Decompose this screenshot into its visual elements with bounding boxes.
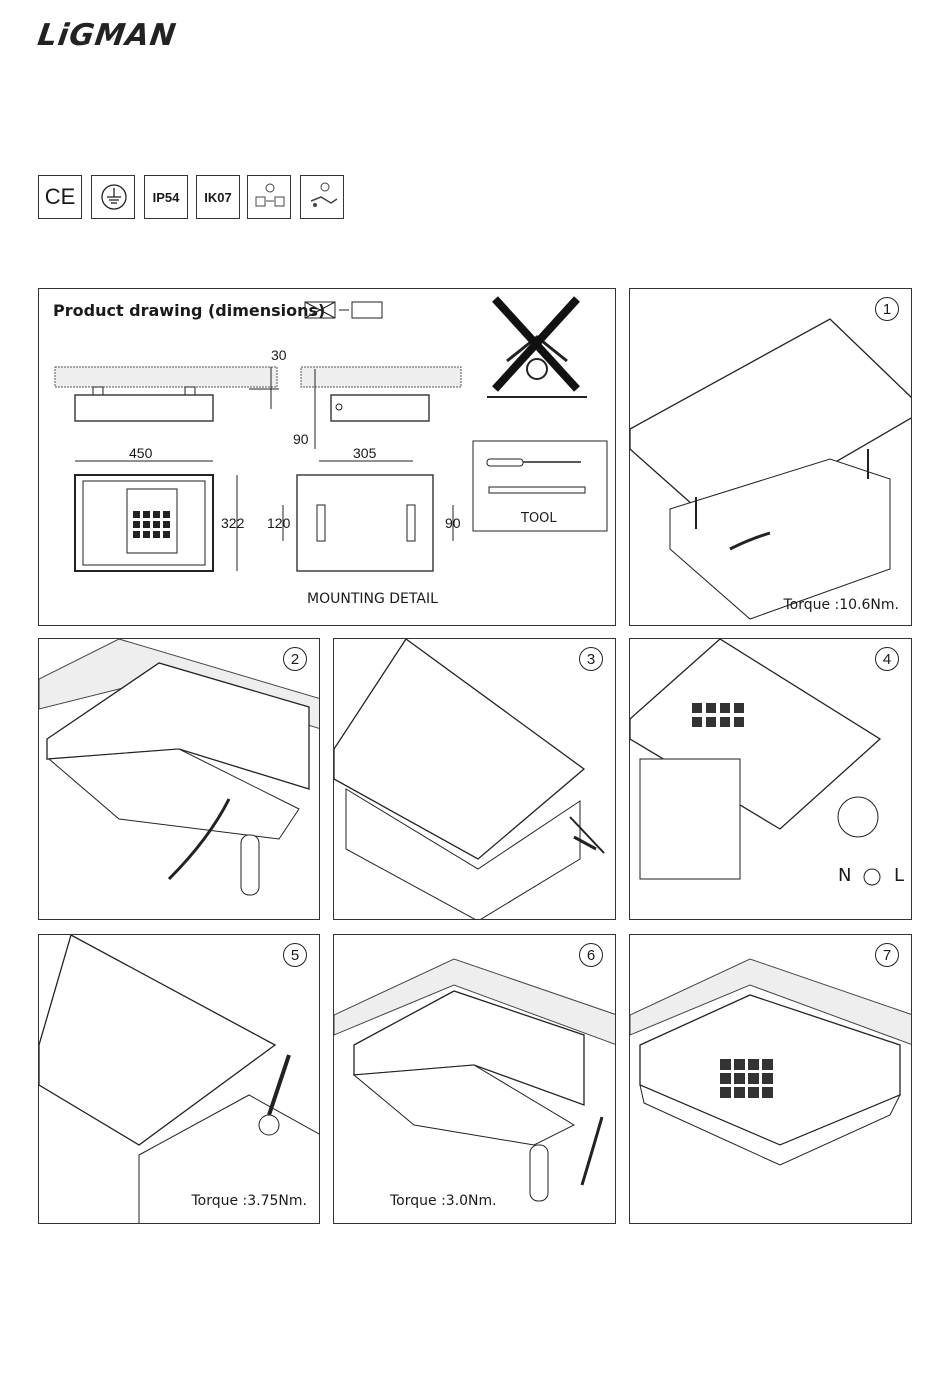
product-drawing-panel: Product drawing (dimensions): [38, 288, 616, 626]
step-4-panel: 4 N L: [629, 638, 912, 920]
step-caption: Torque :3.75Nm.: [191, 1193, 307, 1209]
dim-305: 305: [353, 445, 376, 461]
mounting-detail-label: MOUNTING DETAIL: [307, 591, 438, 607]
voltage-switch-icon: [247, 175, 291, 219]
step-7-panel: 7: [629, 934, 912, 1224]
step-number: 6: [579, 943, 603, 967]
dim-120: 120: [267, 515, 290, 531]
dim-30: 30: [271, 347, 287, 363]
step-number: 3: [579, 647, 603, 671]
tool-label: TOOL: [521, 511, 557, 526]
step-2-illustration: [39, 639, 320, 920]
wire-live-label: L: [894, 865, 904, 886]
ground-symbol-icon: [92, 175, 134, 219]
step-7-illustration: [630, 935, 912, 1224]
dim-90-top: 90: [293, 431, 309, 447]
step-number: 1: [875, 297, 899, 321]
dim-450: 450: [129, 445, 152, 461]
step-1-panel: 1 Torque :10.6Nm.: [629, 288, 912, 626]
step-number: 5: [283, 943, 307, 967]
step-6-panel: 6 Torque :3.0Nm.: [333, 934, 616, 1224]
step-5-illustration: [39, 935, 320, 1224]
step-number: 2: [283, 647, 307, 671]
ip54-badge: IP54: [144, 175, 188, 219]
step-number: 4: [875, 647, 899, 671]
step-1-illustration: [630, 289, 912, 626]
step-4-illustration: [630, 639, 912, 920]
earth-ground-icon: [91, 175, 135, 219]
step-3-panel: 3: [333, 638, 616, 920]
step-2-panel: 2: [38, 638, 320, 920]
step-3-illustration: [334, 639, 616, 920]
step-number: 7: [875, 943, 899, 967]
ce-mark: CE: [38, 175, 82, 219]
dim-90-right: 90: [445, 515, 461, 531]
dim-322: 322: [221, 515, 244, 531]
wire-neutral-label: N: [838, 865, 851, 886]
dimension-drawing: [39, 289, 616, 626]
step-5-panel: 5 Torque :3.75Nm.: [38, 934, 320, 1224]
brand-logo: LiGMAN: [36, 18, 179, 53]
step-caption: Torque :3.0Nm.: [390, 1193, 497, 1209]
step-caption: Torque :10.6Nm.: [783, 597, 899, 613]
step-6-illustration: [334, 935, 616, 1224]
connector-icon: [300, 175, 344, 219]
ik07-badge: IK07: [196, 175, 240, 219]
